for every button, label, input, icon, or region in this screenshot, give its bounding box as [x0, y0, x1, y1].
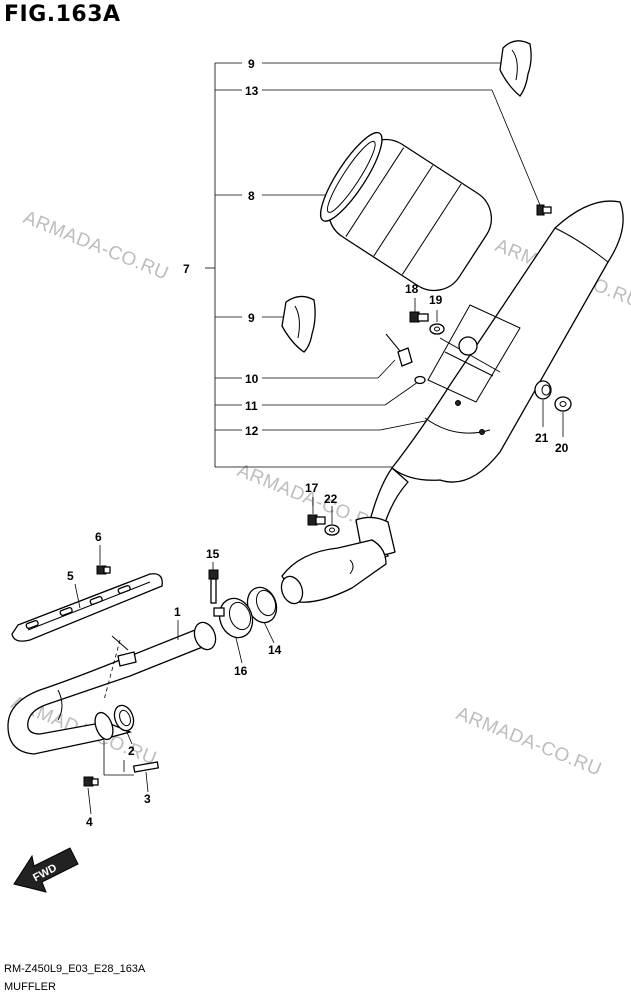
- callout-label: 17: [305, 481, 319, 495]
- callout-label: 11: [245, 399, 258, 413]
- washer-22: [324, 524, 340, 536]
- callout-label: 5: [67, 569, 74, 583]
- callout-label: 6: [95, 530, 102, 544]
- forward-direction-arrow: FWD: [13, 847, 79, 893]
- packing-piece-upper: [499, 40, 532, 97]
- callout-label: 8: [248, 189, 255, 203]
- callout-label: 10: [245, 372, 259, 386]
- heat-shield-bolt: [96, 565, 111, 575]
- callout-label: 2: [128, 744, 135, 758]
- mid-pipe-connector: [280, 539, 387, 605]
- watermark-text: ARMADA-CO.RU: [453, 703, 604, 780]
- watermark-text: ARMADA-CO.RU: [20, 207, 171, 284]
- callout-label: 9: [248, 57, 255, 71]
- mount-bolt-18: [409, 311, 429, 323]
- figure-title: FIG.163A: [4, 2, 121, 27]
- end-cap-bolt: [536, 204, 552, 216]
- pipe-clamp: [213, 597, 254, 639]
- callout-label: 18: [405, 282, 419, 296]
- callout-label: 9: [248, 311, 255, 325]
- callout-label: 13: [245, 84, 259, 98]
- rivet-washer: [414, 375, 426, 385]
- callout-label: 16: [234, 664, 248, 678]
- exhaust-gasket: [94, 704, 135, 741]
- callout-label: 7: [183, 262, 190, 276]
- diagram-caption: MUFFLER: [4, 981, 56, 993]
- exhaust-pipe: [7, 621, 217, 755]
- group-bracket-7: [205, 62, 541, 468]
- callout-label: 1: [174, 605, 181, 619]
- exhaust-stud: [132, 761, 160, 773]
- muffler-packing: [319, 131, 493, 292]
- exhaust-nut: [83, 776, 99, 787]
- callout-label: 4: [86, 815, 93, 829]
- heat-shield: [11, 573, 163, 642]
- mount-bolt-17: [307, 514, 326, 526]
- callout-label: 12: [245, 424, 259, 438]
- callout-label: 20: [555, 441, 569, 455]
- collar-20: [554, 396, 572, 412]
- callout-label: 3: [144, 792, 151, 806]
- callout-label: 21: [535, 431, 549, 445]
- rivet-pin: [385, 333, 413, 367]
- callout-label: 19: [429, 293, 443, 307]
- diagram-code: RM-Z450L9_E03_E28_163A: [4, 963, 146, 975]
- callout-label: 14: [268, 643, 282, 657]
- clamp-bolt: [208, 569, 219, 604]
- rubber-bushing-21: [534, 380, 552, 400]
- pipe-gasket: [246, 586, 278, 624]
- callout-label: 15: [206, 547, 220, 561]
- washer-19: [429, 323, 445, 335]
- packing-piece-lower: [281, 295, 316, 353]
- leader-lines: [74, 298, 564, 815]
- callout-label: 22: [324, 492, 338, 506]
